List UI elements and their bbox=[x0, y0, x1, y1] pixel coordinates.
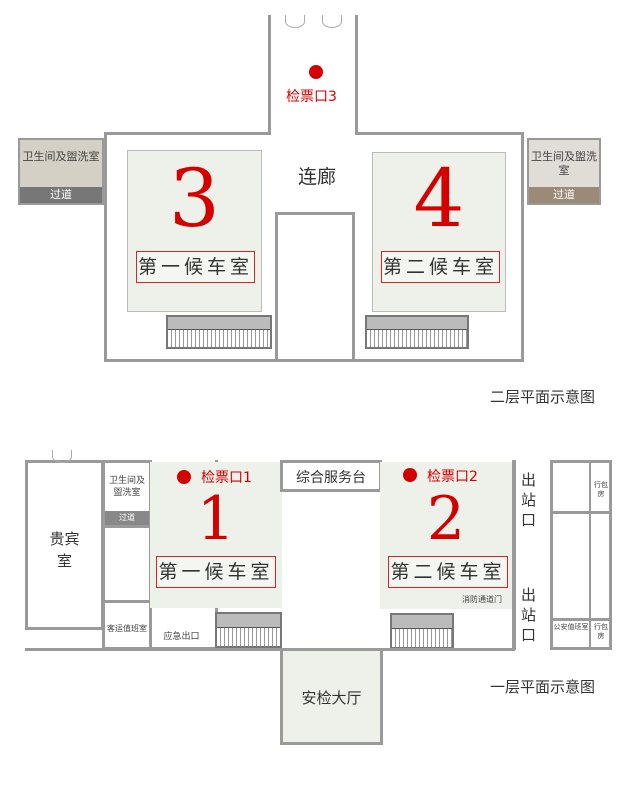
door-icon bbox=[322, 15, 342, 28]
floor2-plan: 检票口3 连廊 卫生间及盥洗室 过道 卫生间及盥洗室 过道 3 第一候车室 4 … bbox=[18, 15, 601, 406]
escalator bbox=[390, 613, 454, 649]
service-desk[interactable]: 综合服务台 bbox=[280, 460, 382, 492]
gate-dot bbox=[309, 65, 323, 79]
gate2-label: 检票口2 bbox=[427, 469, 478, 485]
waiting-room-2: 检票口2 2 第二候车室 消防通道门 bbox=[380, 462, 512, 609]
gate1-label: 检票口1 bbox=[201, 470, 252, 486]
service-column: 卫生间及盥洗室 过道 客运值班室 bbox=[102, 460, 152, 650]
escalator bbox=[215, 612, 282, 648]
left-restroom: 卫生间及盥洗室 过道 bbox=[18, 138, 104, 205]
atrium bbox=[275, 212, 355, 362]
right-restroom: 卫生间及盥洗室 过道 bbox=[527, 138, 601, 205]
gate3-label: 检票口3 bbox=[286, 89, 337, 105]
door-icon bbox=[52, 450, 72, 463]
exit-bottom: 出站口 bbox=[521, 585, 541, 645]
waiting-room-1: 检票口1 1 第一候车室 bbox=[150, 462, 282, 608]
floor2-caption: 二层平面示意图 bbox=[490, 388, 596, 406]
vip-room: 贵宾室 bbox=[25, 460, 104, 630]
security-hall: 安检大厅 bbox=[280, 648, 383, 745]
floor1-caption: 一层平面示意图 bbox=[490, 678, 596, 696]
exit-top: 出站口 bbox=[521, 471, 537, 529]
gate-dot bbox=[177, 470, 191, 484]
gate-dot bbox=[403, 468, 417, 482]
door-icon bbox=[285, 15, 305, 28]
escalator bbox=[365, 315, 469, 349]
waiting-room-4: 4 第二候车室 bbox=[372, 152, 506, 312]
luggage-block: 行包房 公安值班室 行包房 bbox=[550, 460, 612, 650]
floor1-plan: 贵宾室 卫生间及盥洗室 过道 客运值班室 应急出口 检票口1 1 第一候车室 综… bbox=[0, 440, 640, 787]
waiting-room-3: 3 第一候车室 bbox=[127, 150, 262, 312]
escalator bbox=[166, 315, 272, 349]
corridor-label: 连廊 bbox=[298, 166, 337, 188]
